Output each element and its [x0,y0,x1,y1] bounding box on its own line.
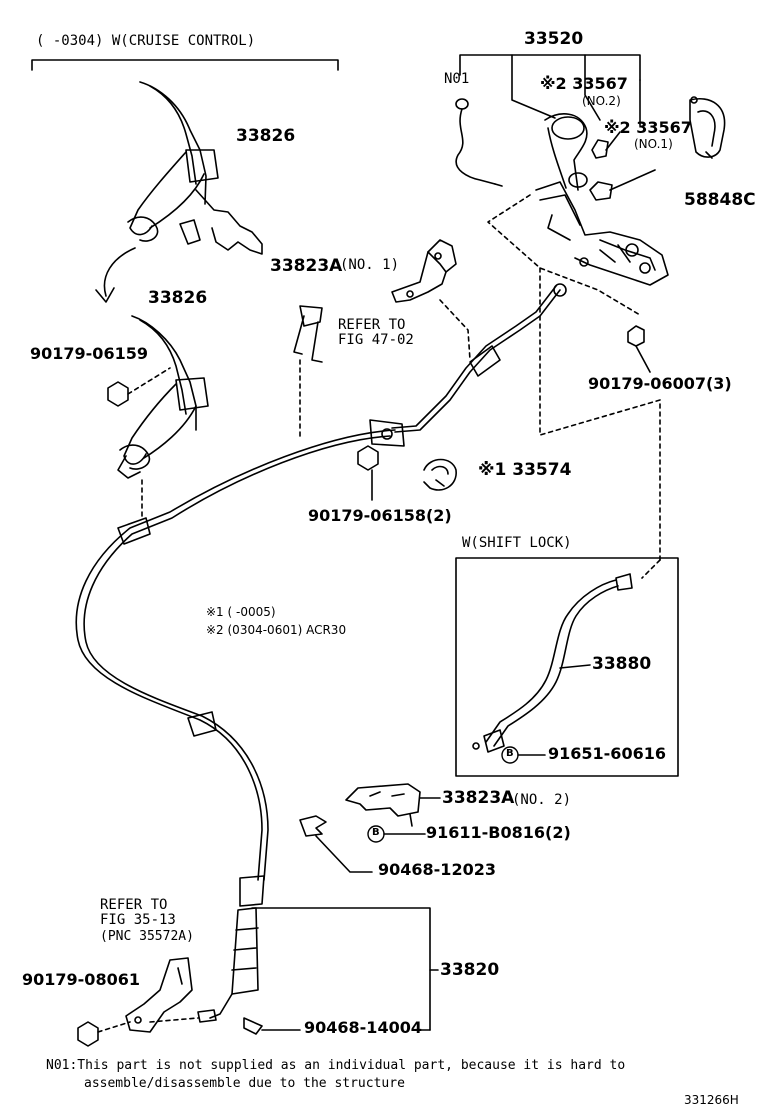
part-33820[interactable]: 33820 [440,960,500,980]
part-33567-no1-suffix: (NO.1) [634,137,673,151]
clip-33567-no1 [589,181,613,201]
bolt-marker-b2 [367,825,385,843]
shift-lock-label: W(SHIFT LOCK) [462,535,572,551]
shift-lever-assembly [535,113,669,286]
bracket-fig-35-13 [125,957,193,1033]
part-33823a-no1-suffix: (NO. 1) [340,257,400,273]
refer-to-label-2: REFER TO [100,897,168,913]
part-90179-06007[interactable]: 90179-06007(3) [588,374,732,393]
note-1: ※1 ( -0005) [206,605,276,619]
bracket-33826-mid [117,315,209,479]
b-marker-2: B [372,827,380,838]
nut-90179-08061 [77,1021,99,1047]
footer-note-line2: assemble/disassemble due to the structur… [84,1076,405,1091]
bracket-33520 [459,54,641,81]
part-91611-b0816[interactable]: 91611-B0816(2) [426,823,571,842]
part-33574[interactable]: ※1 33574 [478,460,572,480]
footer-note-line1: N01:This part is not supplied as an indi… [46,1058,626,1073]
bracket-33823a-no1 [391,239,457,303]
part-58848c[interactable]: 58848C [684,190,756,210]
note-2: ※2 (0304-0601) ACR30 [206,623,347,637]
part-33823a-no1[interactable]: 33823A [270,256,343,276]
grommet-33574 [423,458,457,491]
move-arrow [103,247,136,297]
n01-wire [455,98,503,187]
bracket-33820 [251,907,431,1031]
nut-90179-06007 [627,325,645,347]
b-marker-1: B [506,748,514,759]
refer-to-label-1: REFER TO [338,317,406,333]
part-90179-08061[interactable]: 90179-08061 [22,970,140,989]
fig-35-13-label[interactable]: FIG 35-13 [100,912,176,928]
shift-lock-box [455,557,679,777]
fig-47-02-label[interactable]: FIG 47-02 [338,332,414,348]
part-90468-14004[interactable]: 90468-14004 [304,1018,422,1037]
cable-33820 [75,283,567,1019]
part-33826-mid[interactable]: 33826 [148,288,208,308]
pin-90468-14004 [243,1017,263,1035]
part-90179-06158[interactable]: 90179-06158(2) [308,506,452,525]
part-33826-top[interactable]: 33826 [236,126,296,146]
header-bracket [31,59,339,71]
part-33567-no2-suffix: (NO.2) [582,94,621,108]
clip-33567-no2 [591,139,609,159]
cruise-control-label: ( -0304) W(CRUISE CONTROL) [36,33,256,49]
bolt-marker-b1 [501,746,519,764]
pnc-label: (PNC 35572A) [100,929,194,944]
cover-58848c [689,96,726,159]
bracket-33823a-no2 [345,783,421,827]
part-33823a-no2-suffix: (NO. 2) [512,792,572,808]
clip-fig-47-02 [293,305,323,363]
part-33520[interactable]: 33520 [524,29,584,49]
nut-90179-06159 [107,381,129,407]
part-90468-12023[interactable]: 90468-12023 [378,860,496,879]
part-90179-06159[interactable]: 90179-06159 [30,344,148,363]
part-n01[interactable]: N01 [444,71,470,87]
nut-90179-06158 [357,445,379,471]
clip-90468-12023 [299,815,327,837]
part-91651-60616[interactable]: 91651-60616 [548,744,666,763]
part-33567-no2[interactable]: ※2 33567 [540,74,628,93]
figure-code: 331266H [684,1093,739,1107]
part-33567-no1[interactable]: ※2 33567 [604,118,692,137]
part-33880[interactable]: 33880 [592,654,652,674]
bracket-33826-top [127,81,263,255]
cable-33880 [472,573,633,753]
part-33823a-no2[interactable]: 33823A [442,788,515,808]
